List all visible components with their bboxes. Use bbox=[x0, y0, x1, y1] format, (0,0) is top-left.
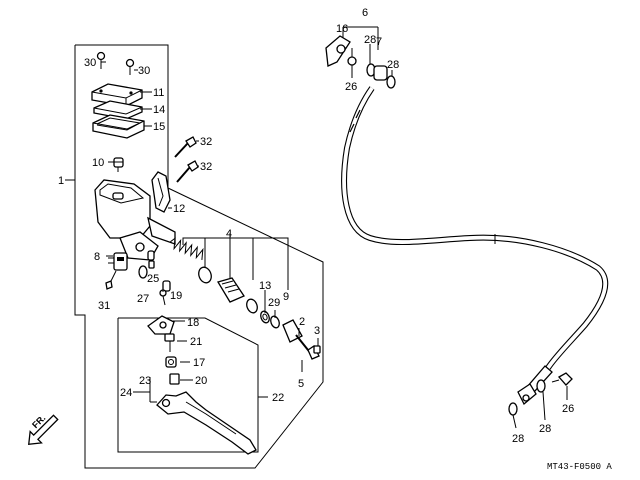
cable-bolt-lower bbox=[551, 372, 573, 386]
push-rod-nut bbox=[313, 345, 321, 354]
callout-28-upper-b: 28 bbox=[387, 59, 399, 71]
holder-bolt-lower bbox=[176, 160, 199, 183]
callout-15: 15 bbox=[153, 121, 165, 133]
leader-lines bbox=[101, 26, 568, 429]
callout-3: 3 bbox=[314, 325, 320, 337]
callout-16: 16 bbox=[336, 23, 348, 35]
callout-17: 17 bbox=[193, 357, 205, 369]
callout-12: 12 bbox=[173, 203, 185, 215]
callout-2: 2 bbox=[299, 316, 305, 328]
cable-end-lower bbox=[517, 365, 553, 406]
sealing-washer-lower-a bbox=[536, 379, 546, 393]
callout-8: 8 bbox=[94, 251, 100, 263]
callout-32-upper: 32 bbox=[200, 136, 212, 148]
callout-28-lower-a: 28 bbox=[539, 423, 551, 435]
callout-20: 20 bbox=[195, 375, 207, 387]
sealing-washer-upper-b bbox=[386, 75, 396, 89]
master-cylinder-holder bbox=[151, 171, 171, 213]
clutch-hose bbox=[341, 86, 609, 370]
callout-30-left: 30 bbox=[84, 57, 96, 69]
washer-13 bbox=[260, 310, 270, 324]
callout-21: 21 bbox=[190, 336, 202, 348]
lever-bracket bbox=[147, 315, 175, 335]
pivot-bolt bbox=[164, 333, 175, 352]
callout-11: 11 bbox=[153, 87, 164, 99]
return-spring bbox=[170, 237, 204, 260]
pivot-screw bbox=[159, 289, 167, 306]
snap-ring bbox=[270, 315, 280, 329]
callout-19: 19 bbox=[170, 290, 182, 302]
diaphragm bbox=[92, 114, 145, 139]
callout-24: 24 bbox=[120, 387, 132, 399]
stop-switch-screw bbox=[105, 270, 117, 290]
dust-seal-small bbox=[162, 280, 171, 292]
callout-26-upper: 26 bbox=[345, 81, 357, 93]
callout-28-lower-b: 28 bbox=[512, 433, 524, 445]
callout-14: 14 bbox=[153, 104, 165, 116]
holder-bolt-upper bbox=[174, 136, 197, 158]
callout-23: 23 bbox=[139, 375, 151, 387]
callout-32-lower: 32 bbox=[200, 161, 212, 173]
bleed-screw bbox=[113, 157, 124, 172]
piston bbox=[217, 277, 245, 303]
piston-kit-bracket bbox=[182, 237, 289, 245]
brake-lever bbox=[156, 391, 257, 455]
adjuster-spring bbox=[169, 373, 180, 385]
front-direction-arrow: FR. bbox=[28, 413, 59, 445]
callout-27: 27 bbox=[137, 293, 149, 305]
callout-4: 4 bbox=[226, 228, 232, 240]
reservoir-cap-screw-left bbox=[96, 51, 106, 69]
diaphragm-plate bbox=[93, 100, 143, 120]
callout-26-lower: 26 bbox=[562, 403, 574, 415]
reservoir-cap bbox=[91, 83, 143, 107]
callout-7: 7 bbox=[376, 36, 382, 48]
boot-clip bbox=[147, 250, 155, 269]
callout-28-upper-a: 28 bbox=[364, 34, 376, 46]
secondary-cup bbox=[246, 298, 258, 314]
callout-30-right: 30 bbox=[138, 65, 150, 77]
master-cylinder-frame bbox=[74, 44, 324, 469]
reservoir-cap-screw-right bbox=[125, 58, 135, 75]
callout-22: 22 bbox=[272, 392, 284, 404]
cable-fitting-upper bbox=[373, 65, 388, 81]
lever-subframe bbox=[117, 317, 259, 453]
pivot-collar bbox=[138, 265, 148, 279]
callout-9: 9 bbox=[283, 291, 289, 303]
callout-29: 29 bbox=[268, 297, 280, 309]
front-stop-switch bbox=[108, 252, 128, 271]
cable-banjo-end bbox=[325, 35, 351, 67]
callout-18: 18 bbox=[187, 317, 199, 329]
diagram-code: MT43-F0500 A bbox=[547, 462, 612, 472]
callout-13: 13 bbox=[259, 280, 271, 292]
callout-1: 1 bbox=[58, 175, 64, 187]
callout-6: 6 bbox=[362, 7, 368, 19]
pivot-nut bbox=[165, 356, 177, 368]
callout-31: 31 bbox=[98, 300, 110, 312]
cable-bolt-upper bbox=[347, 48, 357, 66]
callout-5: 5 bbox=[298, 378, 304, 390]
sealing-washer-lower-b bbox=[508, 402, 518, 416]
primary-cup bbox=[198, 266, 212, 284]
callout-10: 10 bbox=[92, 157, 104, 169]
callout-25: 25 bbox=[147, 273, 159, 285]
